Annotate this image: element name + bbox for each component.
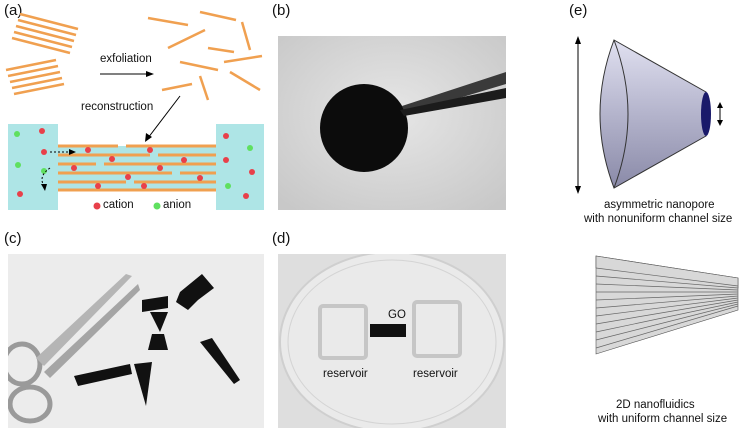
nanofluidics-caption-line2: with uniform channel size (598, 413, 728, 425)
membrane-disc-photo (278, 36, 506, 210)
reservoir-right-label: reservoir (413, 368, 458, 380)
left-reservoir (318, 304, 368, 360)
panel-b-label: (b) (272, 2, 291, 19)
device-photo (278, 254, 506, 428)
restacked-membrane (58, 144, 216, 192)
scissors-icon (8, 341, 53, 424)
bulk-stack-bottom (5, 58, 65, 96)
cut-shapes-photo (8, 254, 264, 428)
nanopore-caption-line2: with nonuniform channel size (584, 213, 733, 225)
go-label: GO (388, 309, 406, 321)
reconstruction-label: reconstruction (81, 101, 154, 113)
bulk-stack-top (11, 12, 79, 55)
panel-e-label: (e) (569, 2, 588, 19)
wedge-layers (595, 267, 739, 349)
exfoliated-flakes (147, 10, 263, 101)
nanopore-caption-line1: asymmetric nanopore (604, 199, 715, 211)
ions (14, 128, 255, 199)
panel-a-figure (5, 10, 264, 210)
tweezers (402, 72, 506, 114)
cut-go-pieces (74, 274, 240, 406)
cation-legend: cation (103, 199, 134, 211)
panel-d-label: (d) (272, 230, 291, 247)
go-disc (320, 84, 408, 172)
exfoliation-label: exfoliation (100, 53, 152, 65)
panel-a-label: (a) (4, 2, 23, 19)
right-reservoir (412, 300, 462, 358)
panel-c-label: (c) (4, 230, 22, 247)
reservoir-left-label: reservoir (323, 368, 368, 380)
panel-e-figure (575, 36, 739, 355)
nanofluidics-caption-line1: 2D nanofluidics (616, 399, 695, 411)
nanopore-cone (599, 39, 707, 189)
go-strip (370, 324, 406, 337)
anion-legend: anion (163, 199, 192, 211)
